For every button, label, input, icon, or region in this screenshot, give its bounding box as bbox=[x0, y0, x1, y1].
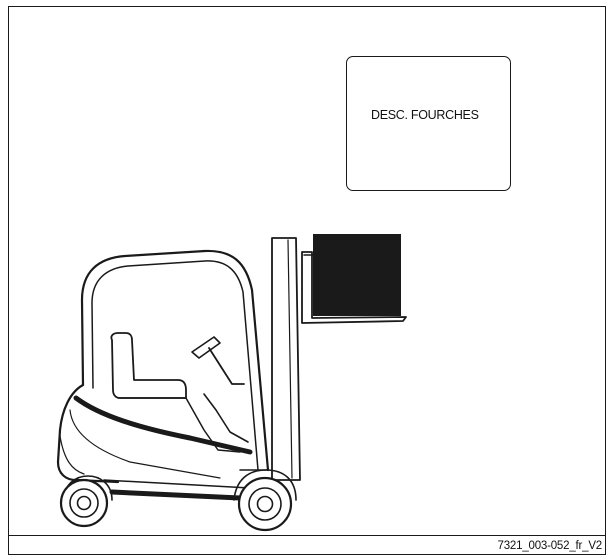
steering-wheel bbox=[192, 337, 220, 358]
pallet-load-icon bbox=[313, 234, 401, 316]
chassis-bar bbox=[112, 492, 240, 498]
mast bbox=[272, 238, 300, 480]
seat bbox=[111, 333, 186, 398]
figure-reference: 7321_003-052_fr_V2 bbox=[498, 540, 602, 552]
rear-wheel bbox=[61, 476, 112, 526]
counterweight bbox=[58, 385, 118, 482]
body-stripe bbox=[76, 398, 250, 452]
steering-column bbox=[209, 348, 244, 384]
